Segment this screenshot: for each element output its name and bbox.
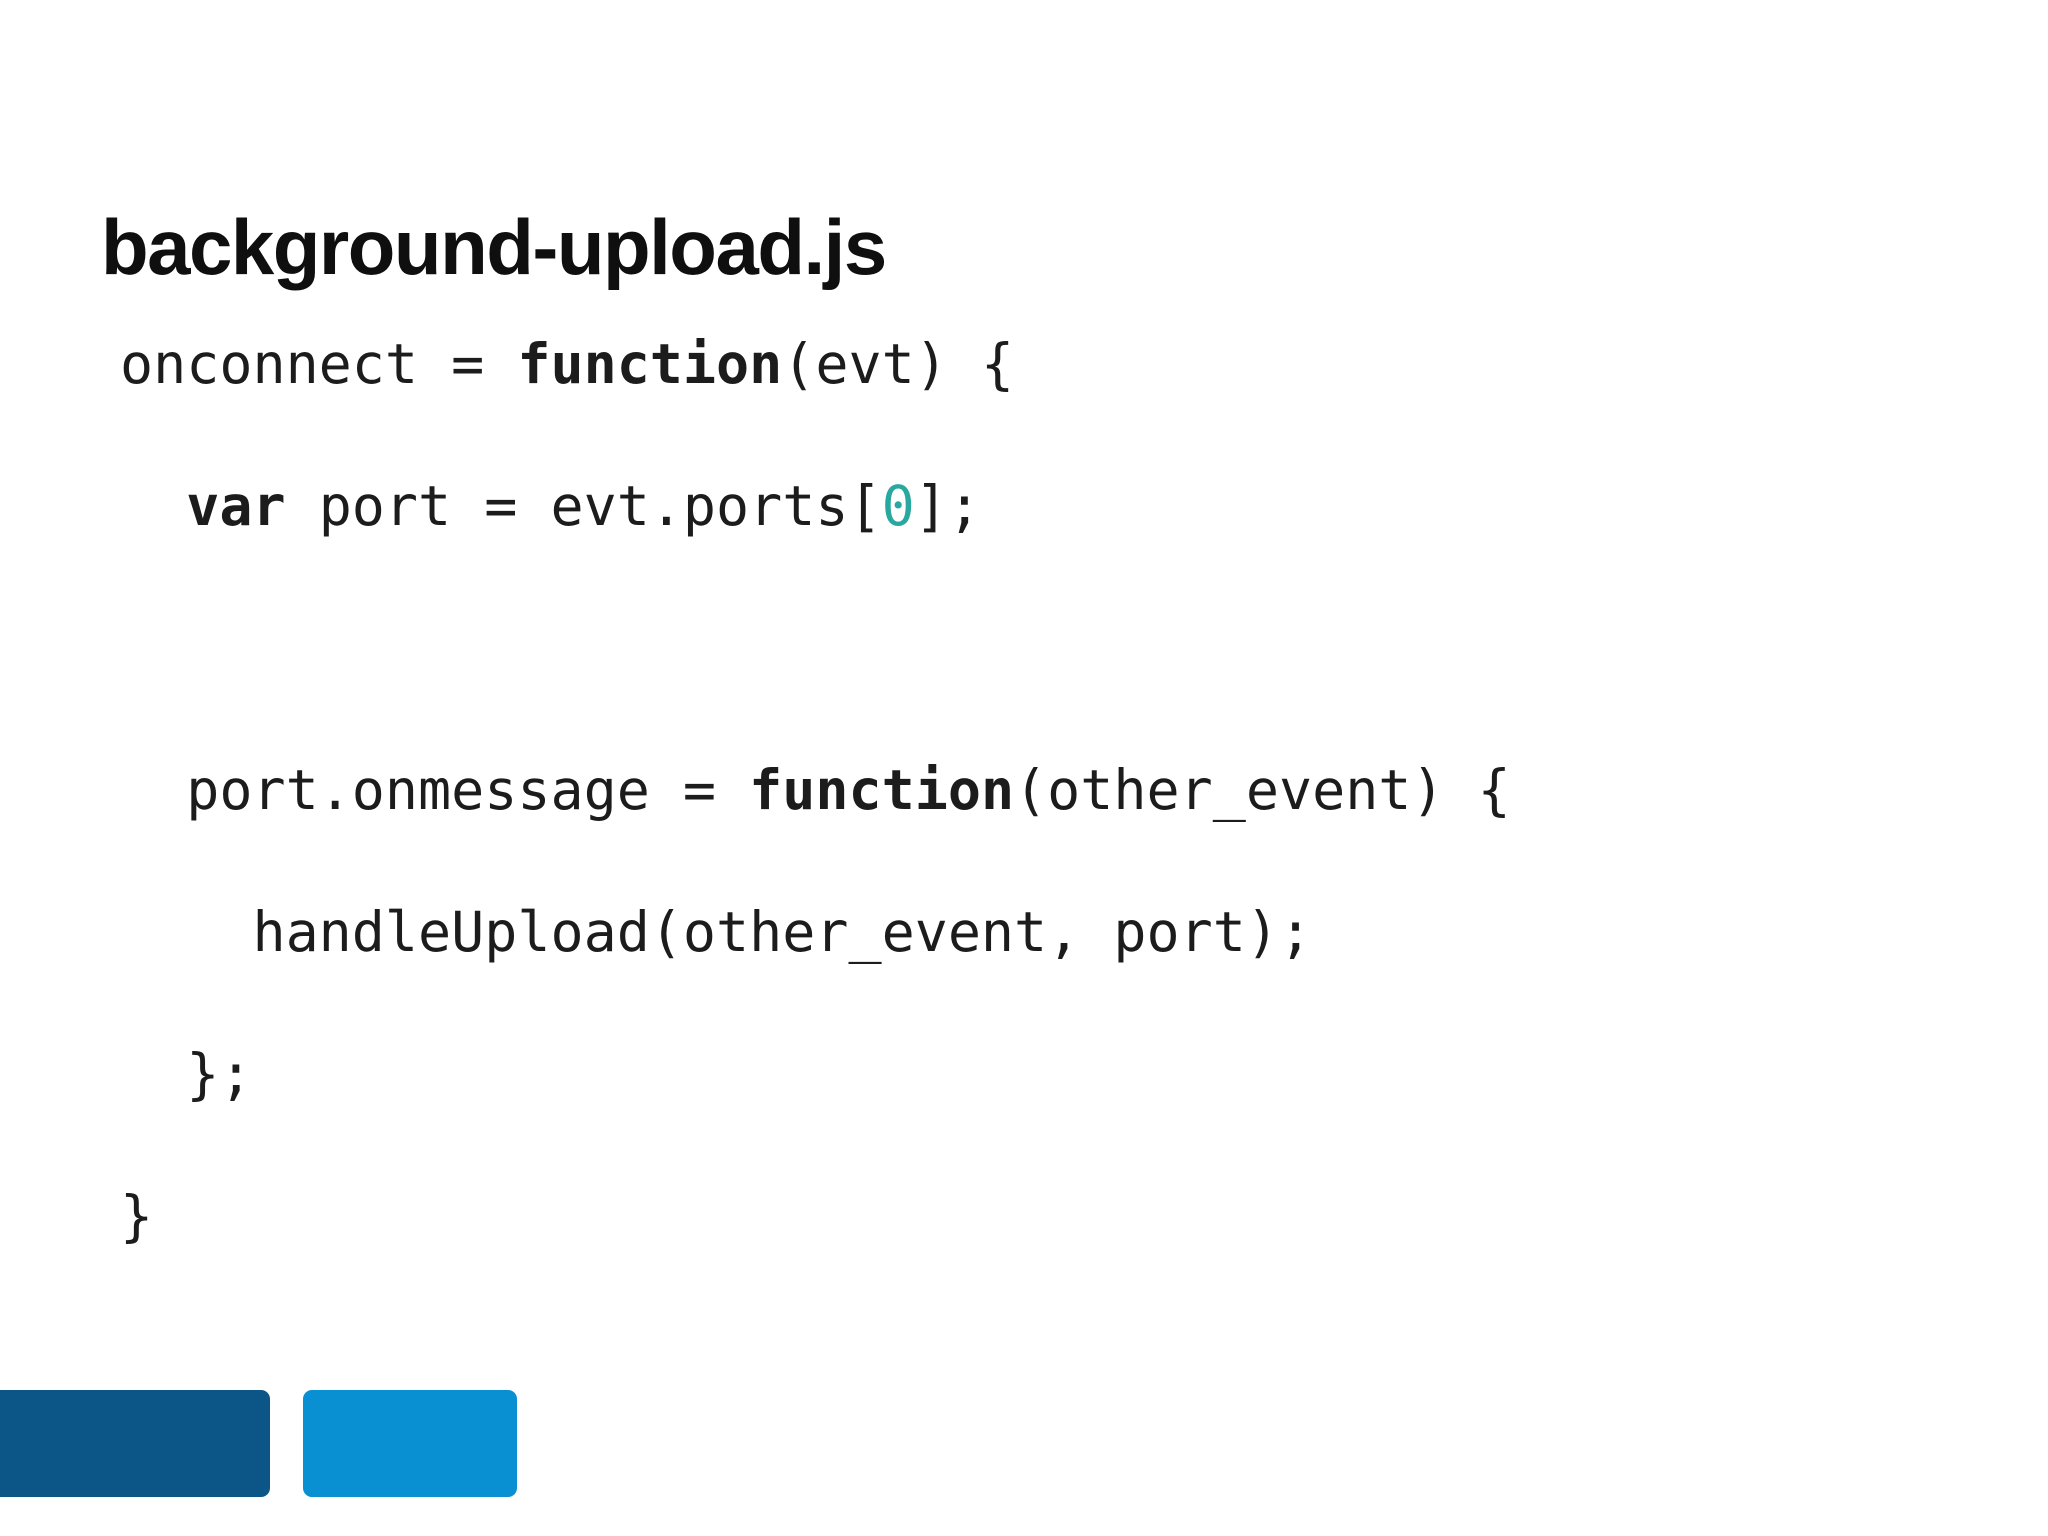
code-line-blank: [120, 613, 1511, 684]
code-line: port.onmessage = function(other_event) {: [120, 755, 1511, 826]
code-line: }: [120, 1181, 1511, 1252]
code-keyword: var: [186, 474, 286, 538]
code-segment: ];: [914, 474, 981, 538]
code-line: };: [120, 1039, 1511, 1110]
decor-bar-dark-blue: [0, 1390, 270, 1497]
code-line: onconnect = function(evt) {: [120, 329, 1511, 400]
slide-title: background-upload.js: [101, 203, 887, 292]
decor-bar-light-blue: [303, 1390, 517, 1497]
code-segment: }: [120, 1184, 154, 1248]
code-segment: port.onmessage =: [120, 758, 750, 822]
code-segment: handleUpload(other_event, port);: [120, 900, 1313, 964]
code-segment: };: [120, 1042, 253, 1106]
code-keyword: function: [517, 332, 783, 396]
code-segment: [120, 474, 186, 538]
code-segment: (evt) {: [782, 332, 1015, 396]
code-segment: (other_event) {: [1014, 758, 1511, 822]
code-number: 0: [881, 474, 915, 538]
code-block: onconnect = function(evt) { var port = e…: [120, 329, 1511, 1323]
code-line: handleUpload(other_event, port);: [120, 897, 1511, 968]
code-segment: onconnect =: [120, 332, 518, 396]
code-keyword: function: [749, 758, 1015, 822]
code-segment: port = evt.ports[: [285, 474, 882, 538]
code-line: var port = evt.ports[0];: [120, 471, 1511, 542]
